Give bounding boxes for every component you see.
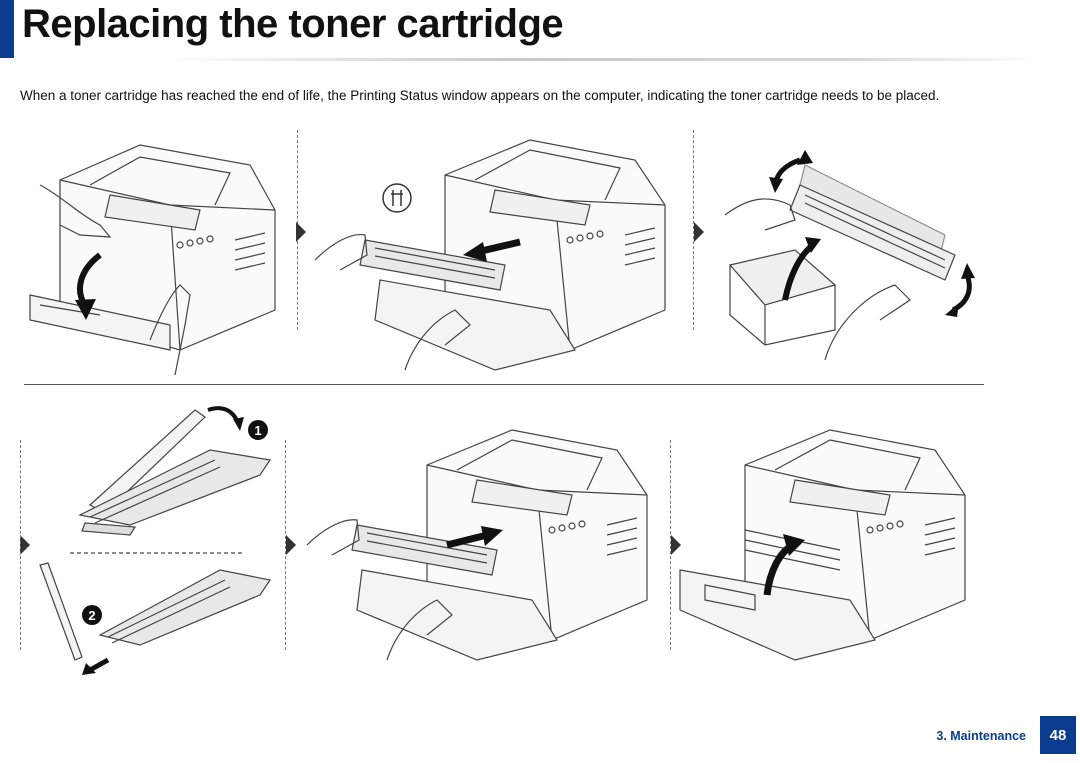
step-arrow-icon	[694, 222, 704, 242]
dashed-divider	[285, 440, 287, 650]
step-insert-cartridge-illustration	[297, 410, 667, 670]
footer-section-label: 3. Maintenance	[936, 729, 1026, 743]
title-underline	[160, 58, 1040, 61]
intro-paragraph: When a toner cartridge has reached the e…	[20, 88, 940, 103]
row-separator	[24, 384, 984, 385]
page-number-badge: 48	[1040, 716, 1076, 754]
dashed-divider	[670, 440, 672, 650]
step-arrow-icon	[286, 535, 296, 555]
step-remove-cartridge-illustration	[305, 120, 685, 380]
dashed-divider	[693, 130, 695, 330]
step-shake-cartridge-illustration	[705, 135, 985, 370]
step-arrow-icon	[296, 222, 306, 242]
step-close-cover-illustration	[675, 410, 975, 670]
step-arrow-icon	[20, 535, 30, 555]
marker-one-label: 1	[254, 423, 261, 438]
title-accent-bar	[0, 0, 14, 58]
marker-two-label: 2	[88, 608, 95, 623]
step-remove-protective-cover-illustration: 1 2	[30, 405, 280, 680]
step-open-cover-illustration	[20, 125, 285, 375]
step-arrow-icon	[671, 535, 681, 555]
dashed-divider	[20, 440, 22, 650]
page-title: Replacing the toner cartridge	[22, 2, 564, 46]
